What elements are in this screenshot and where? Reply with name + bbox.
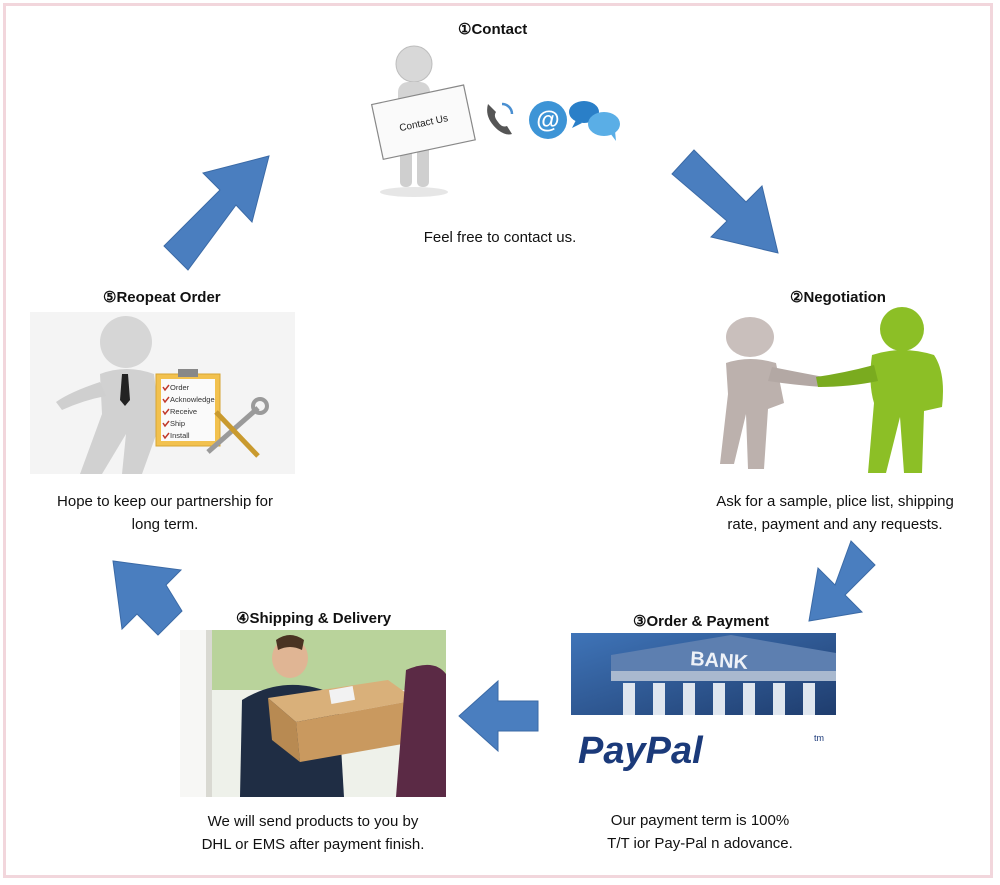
step-repeat-desc-line-1: Hope to keep our partnership for: [57, 493, 273, 510]
step-contact-title: ①Contact: [458, 21, 528, 38]
arrow-payment-to-shipping: [458, 679, 539, 753]
checklist-receive: Receive: [170, 407, 197, 416]
contact-illustration: Contact Us @: [370, 45, 620, 197]
arrow-contact-to-negotiation: [671, 149, 779, 254]
step-shipping-desc: We will send products to you by DHL or E…: [178, 810, 448, 856]
at-sign-icon: @: [529, 101, 567, 139]
paypal-logo-text: PayPal: [578, 730, 704, 772]
checklist-ship: Ship: [170, 419, 185, 428]
wrench-screwdriver-icon: [206, 397, 269, 458]
repeat-order-illustration: Order Acknowledge Receive Ship Install: [30, 312, 295, 474]
step-contact-desc: Feel free to contact us.: [423, 229, 577, 246]
arrow-negotiation-to-payment: [808, 540, 876, 622]
step-negotiation-desc: Ask for a sample, plice list, shipping r…: [690, 490, 980, 536]
step-repeat-desc-line-2: long term.: [131, 516, 199, 533]
chat-bubbles-icon: [569, 101, 620, 141]
paypal-logo: PayPal tm: [578, 730, 824, 772]
step-payment-desc-line-1: Our payment term is 100%: [610, 812, 790, 829]
step-payment-title: ③Order & Payment: [633, 613, 769, 630]
step-shipping-desc-line-1: We will send products to you by: [207, 813, 419, 830]
step-payment-desc-line-2: T/T ior Pay-Pal n adovance.: [607, 835, 793, 852]
green-figure: [816, 307, 943, 473]
grey-figure: [720, 317, 824, 469]
step-shipping-desc-line-2: DHL or EMS after payment finish.: [201, 836, 425, 853]
phone-icon: [487, 102, 514, 135]
diagram-border: [3, 3, 993, 878]
step-negotiation-title: ②Negotiation: [790, 289, 886, 306]
checklist-install: Install: [170, 431, 190, 440]
checklist-acknowledge: Acknowledge: [170, 395, 215, 404]
contact-us-sign: Contact Us: [370, 84, 476, 161]
arrow-repeat-to-contact: [163, 155, 270, 271]
delivery-photo: [180, 630, 446, 797]
step-shipping-title: ④Shipping & Delivery: [236, 610, 392, 627]
businessman-figure: [56, 316, 160, 474]
step-negotiation-desc-line-2: rate, payment and any requests.: [727, 516, 943, 533]
step-negotiation-desc-line-1: Ask for a sample, plice list, shipping: [716, 493, 954, 510]
bank-sign-text: BANK: [690, 648, 750, 674]
svg-text:@: @: [536, 107, 559, 134]
arrow-shipping-to-repeat: [112, 560, 183, 636]
order-checklist: [155, 369, 221, 447]
step-repeat-desc: Hope to keep our partnership for long te…: [40, 490, 290, 536]
checkmark-icons: [162, 384, 170, 440]
paypal-tm-text: tm: [814, 733, 824, 743]
handshake-illustration: [720, 307, 943, 473]
bank-image: BANK: [571, 633, 836, 715]
parcel-box: [268, 680, 416, 762]
step-payment-desc: Our payment term is 100% T/T ior Pay-Pal…: [575, 809, 825, 855]
step-repeat-title: ⑤Reopeat Order: [103, 289, 221, 306]
checklist-order: Order: [170, 383, 190, 392]
